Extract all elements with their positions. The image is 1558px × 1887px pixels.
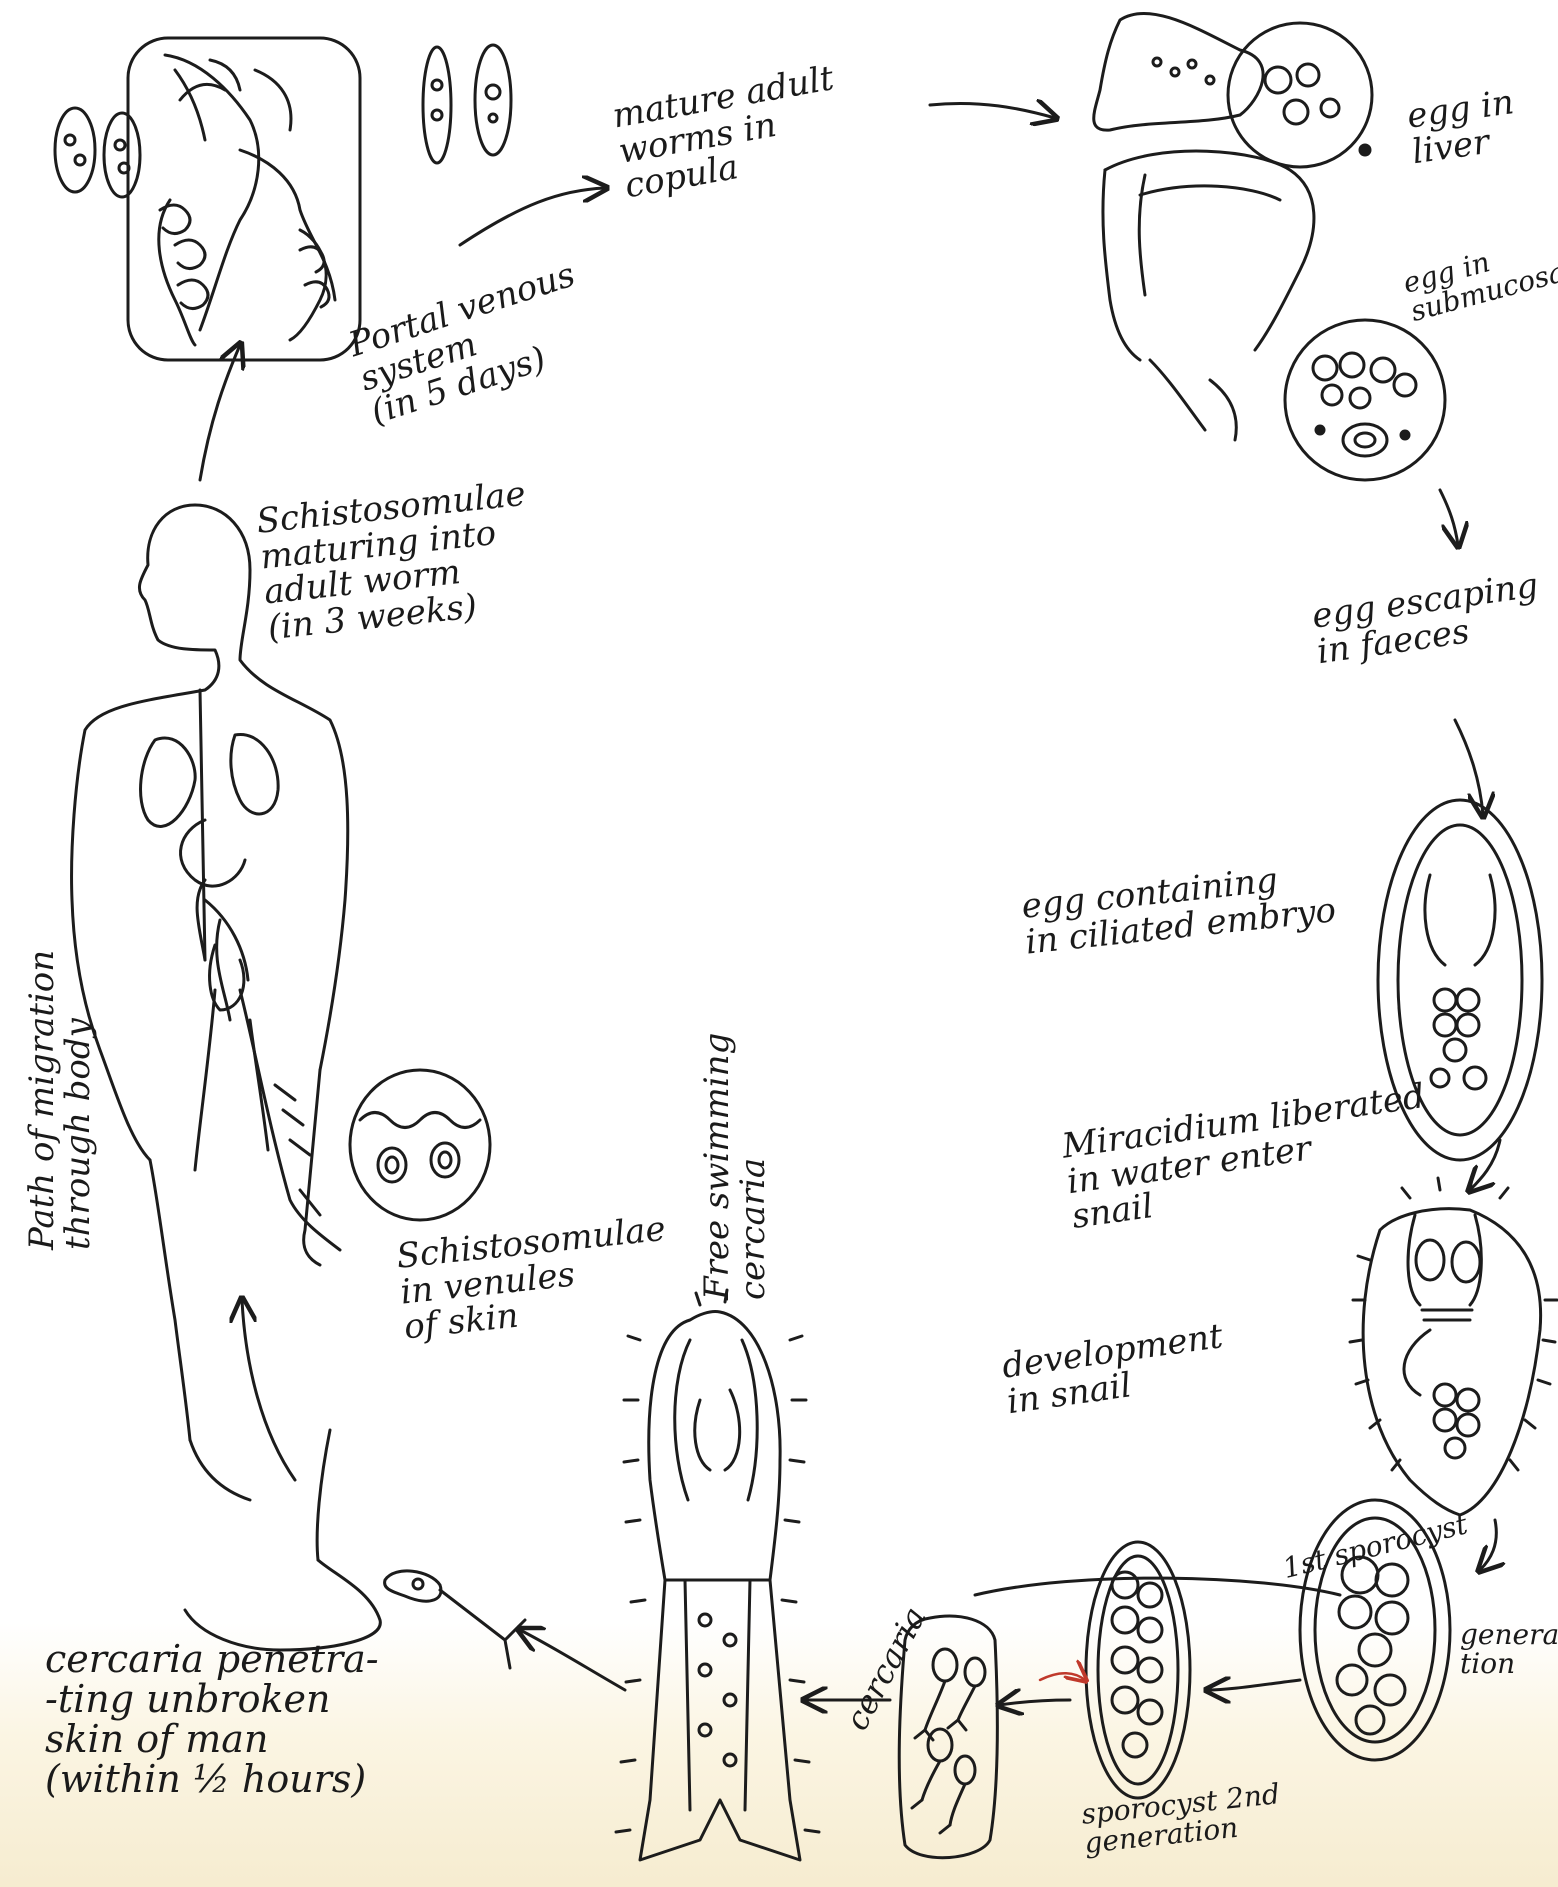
portal-venous-system-drawing <box>128 38 360 360</box>
penetrating-cercaria-drawing <box>385 1571 525 1668</box>
arrow-portal-to-adult <box>460 188 605 245</box>
miracidium-drawing <box>1350 1178 1557 1515</box>
label-generation: genera- tion <box>1460 1620 1558 1679</box>
label-free-swimming: Free swimming cercaria <box>700 1033 771 1300</box>
arrow-sporocyst1-to-2 <box>1208 1680 1300 1690</box>
skin-venule-egg-drawing <box>350 1070 490 1220</box>
arrow-miracidium-to-sporocyst <box>1480 1520 1496 1570</box>
arrow-foot-to-body <box>242 1300 295 1480</box>
human-figure-drawing <box>72 505 381 1650</box>
arrow-body-to-portal <box>200 345 240 480</box>
label-cercaria-penetrating: cercaria penetra- -ting unbroken skin of… <box>45 1640 379 1800</box>
label-path-of-migration: Path of migration through body <box>25 950 96 1250</box>
label-egg-in-liver: egg in liver <box>1405 85 1521 171</box>
label-schistosomulae-maturing: Schistosomulae maturing into adult worm … <box>255 477 538 647</box>
arrow-embryo-to-miracidium <box>1470 1140 1500 1190</box>
red-faint-arrow <box>1040 1673 1085 1680</box>
liver-intestine-drawing <box>1094 13 1445 480</box>
arrow-submucosa-to-escaping <box>1440 490 1458 545</box>
free-swimming-cercaria-drawing <box>616 1290 819 1860</box>
arrow-sporocyst2-to-cercariae <box>1000 1700 1070 1705</box>
arrow-adult-to-liver <box>930 103 1055 118</box>
arrow-free-to-penetrating <box>520 1630 625 1690</box>
